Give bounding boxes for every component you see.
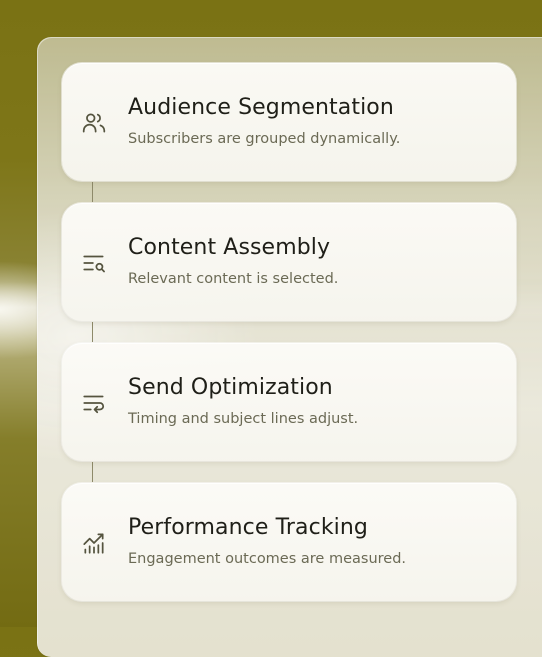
step-title: Send Optimization (128, 375, 333, 400)
step-card-content-assembly[interactable]: Content Assembly Relevant content is sel… (62, 203, 516, 321)
chart-trend-icon (81, 530, 107, 556)
step-title: Content Assembly (128, 235, 331, 260)
step-connector (92, 322, 93, 342)
step-subtitle: Subscribers are grouped dynamically. (128, 131, 401, 147)
step-subtitle: Timing and subject lines adjust. (128, 411, 359, 427)
users-icon (81, 110, 107, 136)
step-connector (92, 182, 93, 202)
step-connector (92, 462, 93, 482)
list-wrap-icon (81, 390, 107, 416)
step-card-performance-tracking[interactable]: Performance Tracking Engagement outcomes… (62, 483, 516, 601)
step-card-send-optimization[interactable]: Send Optimization Timing and subject lin… (62, 343, 516, 461)
step-card-audience-segmentation[interactable]: Audience Segmentation Subscribers are gr… (62, 63, 516, 181)
step-title: Audience Segmentation (128, 95, 394, 120)
step-title: Performance Tracking (128, 515, 368, 540)
step-subtitle: Engagement outcomes are measured. (128, 551, 407, 567)
step-subtitle: Relevant content is selected. (128, 271, 339, 287)
list-search-icon (81, 250, 107, 276)
